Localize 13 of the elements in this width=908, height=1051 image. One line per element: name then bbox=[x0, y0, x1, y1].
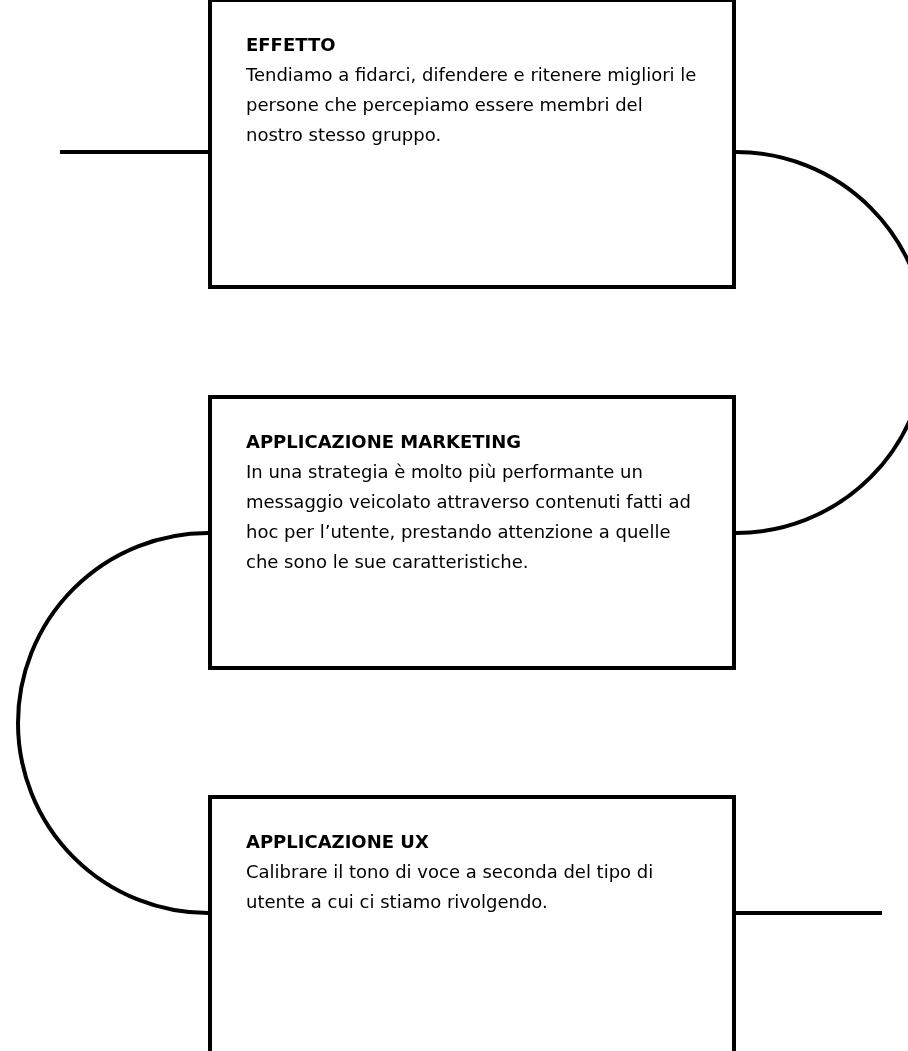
text-box bbox=[208, 395, 736, 670]
text-box bbox=[208, 795, 736, 1051]
box-heading: APPLICAZIONE UX bbox=[246, 830, 430, 854]
box-heading: EFFETTO bbox=[246, 33, 337, 57]
text-box bbox=[208, 0, 736, 289]
box-heading: APPLICAZIONE MARKETING bbox=[246, 430, 523, 454]
connector-line bbox=[60, 150, 208, 154]
box-text: Calibrare il tono di voce a seconda del tipo di utente a cui ci stiamo rivolgendo. bbox=[246, 860, 655, 914]
box-text: In una strategia è molto più performante un messaggio veicolato attraverso contenuti fatti ad hoc per l’utente, prestando attenzione a quelle che sono le sue caratteristiche. bbox=[246, 460, 692, 574]
connector-line bbox=[16, 531, 209, 915]
connector-line bbox=[736, 911, 882, 915]
connector-line bbox=[735, 150, 908, 535]
box-text: Tendiamo a fidarci, difendere e ritenere migliori le persone che percepiamo essere membri del nostro stesso gruppo. bbox=[246, 63, 698, 147]
